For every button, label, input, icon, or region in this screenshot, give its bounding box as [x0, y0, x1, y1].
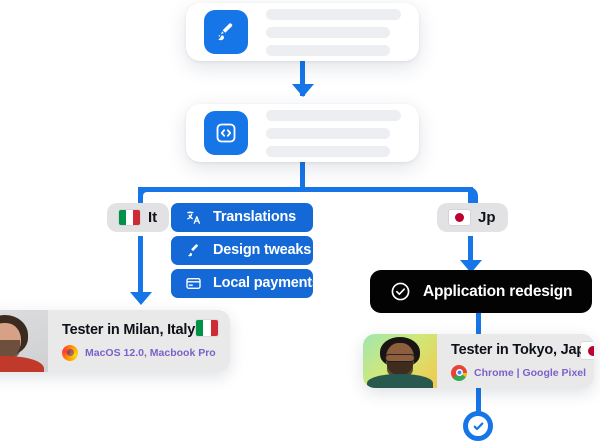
connector-tester-to-end [476, 386, 481, 413]
tester-meta: MacOS 12.0, Macbook Pro [62, 344, 216, 361]
arrowhead-card1-to-card2 [292, 84, 314, 97]
translate-icon [185, 209, 202, 226]
avatar-milan [0, 310, 48, 372]
end-node-check[interactable] [463, 411, 493, 441]
connector-card1-to-card2 [300, 60, 305, 96]
placeholder-bar [266, 145, 391, 157]
arrowhead-italy-to-tester [130, 292, 152, 305]
connector-italy-to-tester [138, 236, 143, 298]
task-pill-local-payments[interactable]: Local payments [171, 269, 320, 298]
placeholder-lines [266, 8, 401, 56]
connector-to-italy-badge [138, 192, 143, 208]
firefox-icon [62, 344, 78, 361]
placeholder-bar [266, 109, 401, 121]
avatar-tokyo [363, 334, 437, 388]
connector-pill-to-tester [476, 306, 481, 336]
placeholder-bar [266, 127, 391, 139]
credit-card-icon [185, 275, 202, 292]
italy-flag-icon [196, 320, 218, 336]
task-pill-translations[interactable]: Translations [171, 203, 313, 232]
tester-card-milan[interactable]: Tester in Milan, Italy MacOS 12.0, Macbo… [0, 310, 230, 372]
connector-japan-to-pill [468, 236, 473, 268]
tester-name: Tester in Milan, Italy [62, 321, 196, 338]
pill-label: Application redesign [423, 282, 573, 300]
tester-card-tokyo[interactable]: Tester in Tokyo, Japan Chrome | Google P… [363, 334, 594, 388]
tester-info-tokyo: Tester in Tokyo, Japan Chrome | Google P… [437, 334, 594, 388]
application-redesign-pill[interactable]: Application redesign [370, 270, 593, 313]
tester-meta: Chrome | Google Pixel [451, 364, 594, 381]
paintbrush-icon [204, 10, 248, 54]
task-list: Translations Design tweaks Local payment… [171, 203, 320, 298]
development-card[interactable] [186, 104, 419, 162]
connector-branch-bus [138, 187, 473, 192]
check-circle-icon [390, 281, 411, 302]
placeholder-bar [266, 44, 391, 56]
task-pill-design-tweaks[interactable]: Design tweaks [171, 236, 313, 265]
task-label: Design tweaks [213, 242, 312, 259]
task-label: Local payments [213, 275, 320, 292]
connector-to-japan-badge [468, 192, 473, 208]
italy-flag-icon [119, 210, 140, 225]
placeholder-lines [266, 109, 401, 157]
tester-device: MacOS 12.0, Macbook Pro [85, 346, 216, 359]
connector-corner-right [463, 187, 478, 204]
country-badge-label: Jp [478, 209, 496, 226]
tester-device: Chrome | Google Pixel [474, 366, 587, 379]
paintbrush-icon [185, 242, 202, 259]
tester-name: Tester in Tokyo, Japan [451, 341, 594, 358]
japan-flag-icon [580, 342, 594, 359]
placeholder-bar [266, 26, 391, 38]
task-label: Translations [213, 209, 297, 226]
arrowhead-japan-to-pill [460, 260, 482, 273]
connector-card2-down [300, 162, 305, 192]
country-badge-japan[interactable]: Jp [437, 203, 508, 232]
japan-flag-icon [449, 210, 470, 225]
placeholder-bar [266, 8, 401, 20]
tester-info-milan: Tester in Milan, Italy MacOS 12.0, Macbo… [48, 310, 230, 372]
design-brief-card[interactable] [186, 3, 419, 61]
chrome-icon [451, 364, 467, 381]
country-badge-label: It [148, 209, 158, 226]
check-circle-icon [473, 422, 483, 430]
code-brackets-icon [204, 111, 248, 155]
country-badge-italy[interactable]: It [107, 203, 170, 232]
